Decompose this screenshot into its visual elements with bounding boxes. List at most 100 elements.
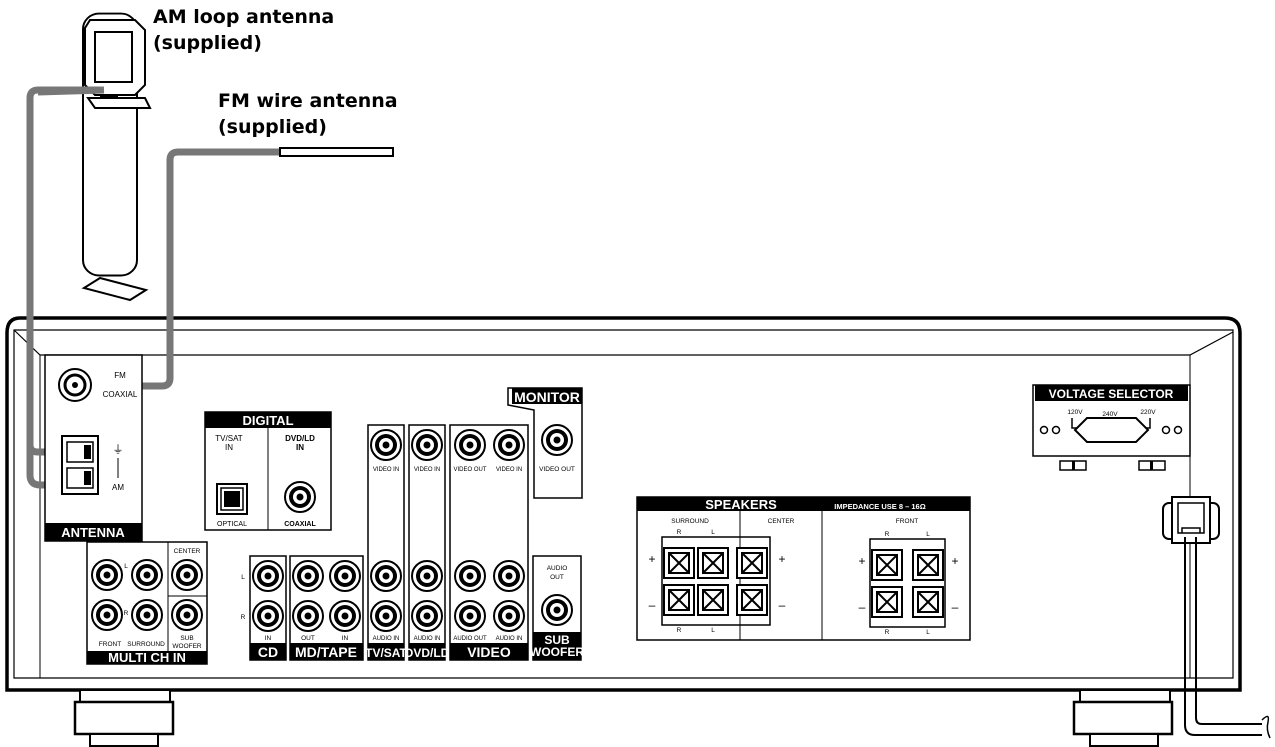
antenna-title: ANTENNA — [61, 525, 125, 540]
md-tape-in-r-jack[interactable] — [329, 600, 361, 632]
speakers-title: SPEAKERS — [705, 497, 777, 512]
front-l-top: L — [926, 531, 930, 538]
speakers-center-label: CENTER — [768, 518, 795, 525]
multich-l-label: L — [124, 563, 128, 570]
coaxial-label: COAXIAL — [103, 390, 138, 399]
surround-r-top: R — [677, 529, 682, 536]
surround-l-minus-terminal[interactable] — [697, 584, 729, 616]
video-video-out-label: VIDEO OUT — [453, 467, 486, 473]
front-l-bottom: L — [926, 629, 930, 636]
digital-coaxial-jack[interactable] — [284, 481, 316, 513]
subwoofer-audio-label: AUDIO — [547, 565, 568, 572]
dvdld-audio-in-l-jack[interactable] — [411, 560, 443, 592]
subwoofer-panel: SUB WOOFER AUDIO OUT — [530, 555, 584, 661]
center-minus-terminal[interactable] — [736, 584, 768, 616]
voltage-240-label: 240V — [1102, 411, 1118, 418]
am-antenna-callout: AM loop antenna (supplied) — [153, 4, 334, 56]
voltage-selector-title: VOLTAGE SELECTOR — [1049, 387, 1174, 401]
optical-label: OPTICAL — [217, 521, 247, 528]
tvsat-title: TV/SAT — [365, 646, 407, 660]
video-video-in-label: VIDEO IN — [496, 467, 522, 473]
front-plus-left: + — [858, 554, 865, 568]
subwoofer-audio-out-jack[interactable] — [541, 594, 573, 626]
surround-l-plus-terminal[interactable] — [697, 547, 729, 579]
video-video-in-jack[interactable] — [493, 429, 525, 461]
dvdld-panel: DVD/LD VIDEO IN AUDIO IN — [405, 424, 450, 661]
multich-sub-label: SUB — [180, 635, 193, 642]
dvdld-title: DVD/LD — [405, 646, 450, 660]
front-r-bottom: R — [885, 629, 890, 636]
multich-r-label: R — [124, 610, 129, 617]
tvsat-audio-in-l-jack[interactable] — [370, 560, 402, 592]
voltage-switch[interactable] — [1073, 417, 1150, 443]
cd-in-l-jack[interactable] — [252, 560, 284, 592]
multich-center-jack[interactable] — [171, 559, 203, 591]
monitor-video-out-jack[interactable] — [541, 424, 573, 456]
video-audio-in-l-jack[interactable] — [493, 560, 525, 592]
md-tape-panel: MD/TAPE OUT IN — [289, 555, 364, 661]
multich-surround-r-jack[interactable] — [131, 599, 163, 631]
monitor-video-out-label: VIDEO OUT — [539, 466, 575, 473]
surround-r-minus-terminal[interactable] — [663, 584, 695, 616]
video-audio-out-r-jack[interactable] — [454, 600, 486, 632]
video-audio-in-label: AUDIO IN — [496, 636, 523, 642]
voltage-220-label: 220V — [1140, 409, 1156, 416]
subwoofer-out-label: OUT — [550, 574, 564, 581]
md-tape-in-label: IN — [342, 635, 349, 642]
video-video-out-jack[interactable] — [454, 429, 486, 461]
optical-input[interactable] — [216, 483, 248, 515]
front-minus-right: – — [952, 600, 959, 614]
dvdld-video-in-jack[interactable] — [411, 429, 443, 461]
front-l-plus-terminal[interactable] — [912, 549, 944, 581]
multich-front-l-jack[interactable] — [91, 559, 123, 591]
fm-wire-antenna — [279, 147, 394, 157]
cd-in-label: IN — [265, 635, 272, 642]
multich-center-label: CENTER — [174, 548, 201, 555]
md-tape-out-l-jack[interactable] — [292, 560, 324, 592]
cd-title: CD — [258, 644, 278, 660]
tvsat-in-label-1: TV/SAT — [215, 434, 243, 443]
md-tape-in-l-jack[interactable] — [329, 560, 361, 592]
front-r-top: R — [885, 531, 890, 538]
tvsat-panel: TV/SAT VIDEO IN AUDIO IN — [365, 424, 408, 661]
surround-plus: + — [648, 552, 655, 566]
speakers-front-label: FRONT — [896, 518, 918, 525]
front-plus-right: + — [951, 554, 958, 568]
center-plus-terminal[interactable] — [736, 547, 768, 579]
surround-r-plus-terminal[interactable] — [663, 547, 695, 579]
tvsat-audio-in-r-jack[interactable] — [370, 600, 402, 632]
surround-l-bottom: L — [711, 627, 715, 634]
dvdld-audio-in-label: AUDIO IN — [414, 636, 441, 642]
md-tape-out-r-jack[interactable] — [292, 600, 324, 632]
subwoofer-title-2: WOOFER — [530, 645, 584, 659]
am-antenna-wire — [26, 86, 105, 489]
tvsat-video-in-jack[interactable] — [370, 429, 402, 461]
multich-front-r-jack[interactable] — [91, 599, 123, 631]
am-terminal-block[interactable] — [61, 435, 99, 495]
fm-label: FM — [114, 371, 126, 380]
multich-subwoofer-jack[interactable] — [171, 599, 203, 631]
video-audio-in-r-jack[interactable] — [493, 600, 525, 632]
cd-l-label: L — [241, 574, 245, 581]
multich-woofer-label: WOOFER — [172, 643, 202, 650]
dvdld-in-label-2: IN — [296, 443, 304, 452]
dvdld-in-label-1: DVD/LD — [285, 434, 315, 443]
multi-ch-in-panel: MULTI CH IN CENTER L R FRONT SURROUND SU… — [86, 541, 208, 665]
right-foot — [1072, 689, 1174, 747]
multich-surround-l-jack[interactable] — [131, 559, 163, 591]
multich-front-label: FRONT — [99, 641, 121, 648]
front-minus-left: – — [859, 600, 866, 614]
front-l-minus-terminal[interactable] — [912, 586, 944, 618]
fm-antenna-callout: FM wire antenna (supplied) — [218, 88, 398, 140]
digital-panel: DIGITAL TV/SAT IN DVD/LD IN OPTICAL COAX… — [204, 411, 332, 531]
monitor-panel: MONITOR VIDEO OUT — [507, 387, 583, 499]
front-r-plus-terminal[interactable] — [871, 549, 903, 581]
dvdld-audio-in-r-jack[interactable] — [411, 600, 443, 632]
voltage-selector: VOLTAGE SELECTOR 120V 240V 220V — [1032, 384, 1191, 471]
cd-in-r-jack[interactable] — [252, 600, 284, 632]
cd-panel: CD L R IN — [241, 555, 287, 661]
surround-minus: – — [649, 598, 656, 612]
speakers-panel: SPEAKERS IMPEDANCE USE 8 – 16Ω SURROUND … — [636, 496, 971, 641]
video-audio-out-l-jack[interactable] — [454, 560, 486, 592]
front-r-minus-terminal[interactable] — [871, 586, 903, 618]
